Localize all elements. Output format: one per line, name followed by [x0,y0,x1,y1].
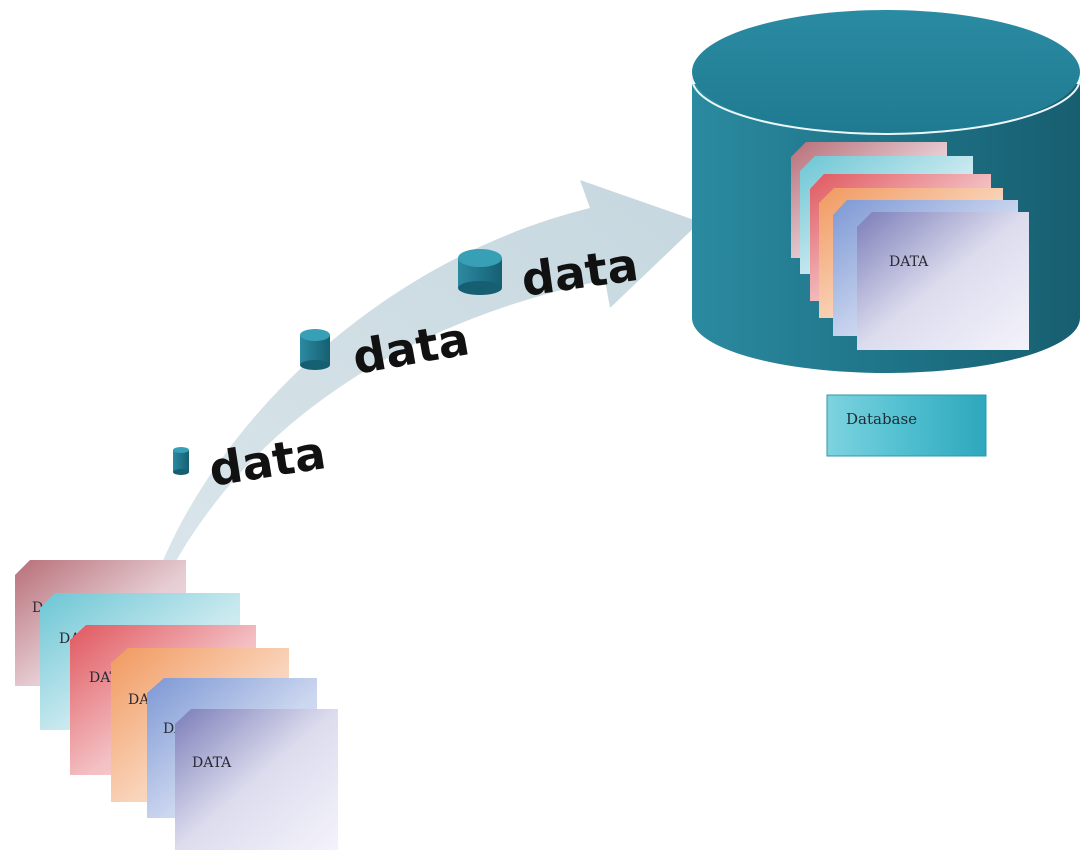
flow-arrow [160,180,700,568]
document-label: DATA [192,755,232,771]
flow-item-3: data [458,237,641,307]
small-cylinder-icon [300,329,330,370]
document-page: DATA [857,212,1029,350]
flow-label: data [205,425,329,497]
database-page-stack: DATA [791,142,1029,350]
small-cylinder-icon [458,249,502,295]
source-page-stack: DATA DATA DATA DATA DATA DATA [15,560,338,850]
document-label: DATA [889,254,929,270]
database-top [692,10,1080,134]
database-caption: Database [826,394,987,457]
flow-item-1: data [173,425,329,497]
document-page: DATA [175,709,338,850]
database-caption-label: Database [846,410,917,428]
small-cylinder-icon [173,447,189,475]
